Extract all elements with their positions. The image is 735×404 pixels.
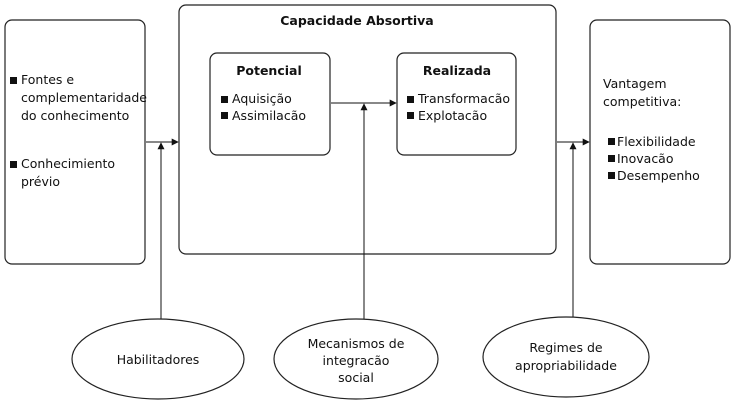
bullet-icon bbox=[221, 96, 228, 103]
realizada-box: Realizada Transformacão Explotacão bbox=[396, 52, 517, 156]
realizada-item-1: Transformacão bbox=[417, 91, 510, 106]
left-item-1-line-2: complementaridade bbox=[21, 90, 147, 105]
left-item-2-line-2: prévio bbox=[21, 174, 60, 189]
bullet-icon bbox=[608, 172, 615, 179]
realizada-title: Realizada bbox=[423, 63, 491, 78]
right-title-line-2: competitiva: bbox=[603, 94, 681, 109]
right-item-1: Flexibilidade bbox=[617, 134, 696, 149]
bullet-icon bbox=[10, 77, 17, 84]
left-item-2-line-1: Conhecimiento bbox=[21, 156, 115, 171]
center-box: Capacidade Absortiva Potencial Aquisição… bbox=[178, 4, 557, 255]
right-box: Vantagem competitiva: Flexibilidade Inov… bbox=[589, 19, 731, 265]
oval-regimes: Regimes de apropriabilidade bbox=[482, 316, 650, 398]
left-item-1-line-3: do conhecimento bbox=[21, 108, 129, 123]
habilitadores-label: Habilitadores bbox=[117, 352, 200, 367]
realizada-item-2: Explotacão bbox=[418, 108, 487, 123]
bullet-icon bbox=[221, 112, 228, 119]
center-box-title: Capacidade Absortiva bbox=[280, 13, 434, 28]
regimes-line-1: Regimes de bbox=[529, 340, 603, 355]
bullet-icon bbox=[608, 155, 615, 162]
potencial-box: Potencial Aquisição Assimilacão bbox=[209, 52, 331, 156]
mecanismos-line-3: social bbox=[338, 370, 374, 385]
bullet-icon bbox=[407, 96, 414, 103]
mecanismos-line-1: Mecanismos de bbox=[308, 336, 405, 351]
right-item-2: Inovacão bbox=[617, 151, 674, 166]
regimes-line-2: apropriabilidade bbox=[515, 358, 617, 373]
potencial-item-1: Aquisição bbox=[232, 91, 292, 106]
oval-habilitadores: Habilitadores bbox=[71, 318, 245, 400]
right-item-3: Desempenho bbox=[617, 168, 700, 183]
potencial-item-2: Assimilacão bbox=[232, 108, 306, 123]
mecanismos-line-2: integracão bbox=[323, 353, 390, 368]
right-title-line-1: Vantagem bbox=[603, 76, 667, 91]
bullet-icon bbox=[608, 138, 615, 145]
bullet-icon bbox=[407, 112, 414, 119]
bullet-icon bbox=[10, 161, 17, 168]
oval-mecanismos: Mecanismos de integracão social bbox=[273, 318, 439, 400]
left-box: Fontes e complementaridade do conhecimen… bbox=[4, 19, 147, 265]
potencial-title: Potencial bbox=[236, 63, 302, 78]
left-item-1-line-1: Fontes e bbox=[21, 72, 74, 87]
